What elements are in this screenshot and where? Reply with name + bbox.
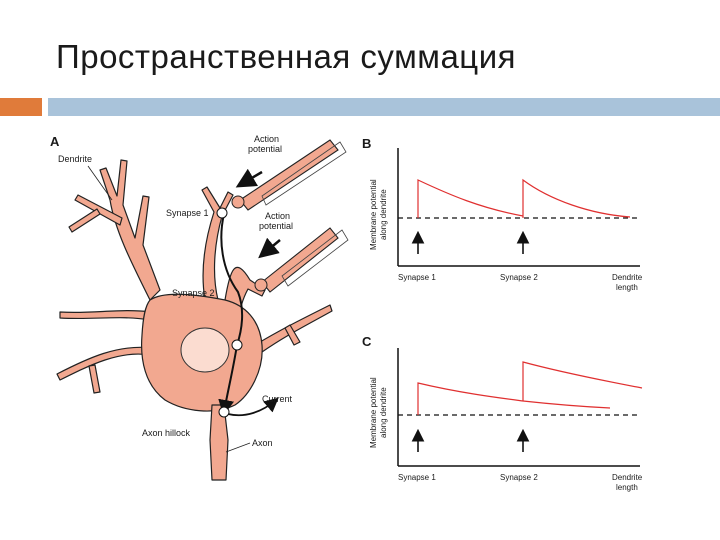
label-synapse-1: Synapse 1 [166,208,209,218]
panel-c-xlabel-synapse-2: Synapse 2 [500,473,538,482]
dendrite-upper-left [100,160,160,300]
nucleus [181,328,229,372]
panel-c-xlabel-dendrite-length-line-1: Dendrite [612,473,643,482]
panel-b-ylabel-line-1: Membrane potential [369,179,378,250]
panel-c-curve-2 [523,362,642,401]
panel-b: B Membrane potential along dendrite Syna… [362,136,643,292]
label-axon-hillock: Axon hillock [142,428,191,438]
panel-b-ylabel-line-2: along dendrite [379,189,388,240]
panel-c-curve-1 [418,383,610,415]
panel-c-ylabel-line-2: along dendrite [379,387,388,438]
label-dendrite: Dendrite [58,154,92,164]
panel-b-xlabel-dendrite-length-line-1: Dendrite [612,273,643,282]
soma-marker [232,340,242,350]
label-action-potential-1-line-1: Action [254,134,279,144]
panel-b-xlabel-synapse-2: Synapse 2 [500,273,538,282]
panel-a: A [50,134,348,480]
panel-c: C Membrane potential along dendrite Syna… [362,334,643,492]
dendrite-left-twig [69,209,100,232]
ap-arrow-2 [262,240,280,255]
label-synapse-2: Synapse 2 [172,288,215,298]
label-action-potential-1-line-2: potential [248,144,282,154]
presynaptic-axon-2 [255,228,348,292]
dendrite-left-mid [60,311,152,320]
panel-c-xlabel-synapse-1: Synapse 1 [398,473,436,482]
panel-b-curve-2 [523,180,630,218]
panel-c-letter: C [362,334,372,349]
label-action-potential-2-line-1: Action [265,211,290,221]
panel-a-letter: A [50,134,60,149]
panel-c-xlabel-dendrite-length-line-2: length [616,483,638,492]
label-action-potential-2-line-2: potential [259,221,293,231]
panel-b-xlabel-dendrite-length-line-2: length [616,283,638,292]
dendrite-left-lower [57,347,152,380]
panel-c-ylabel-line-1: Membrane potential [369,377,378,448]
panel-b-curve-1 [418,180,523,218]
ap-arrow-1 [240,172,262,185]
synapse-1-marker [217,208,227,218]
dendrite-left-lower-twig [89,365,100,393]
panel-b-letter: B [362,136,371,151]
label-axon: Axon [252,438,273,448]
panel-b-xlabel-synapse-1: Synapse 1 [398,273,436,282]
hillock-marker [219,407,229,417]
label-current: Current [262,394,293,404]
